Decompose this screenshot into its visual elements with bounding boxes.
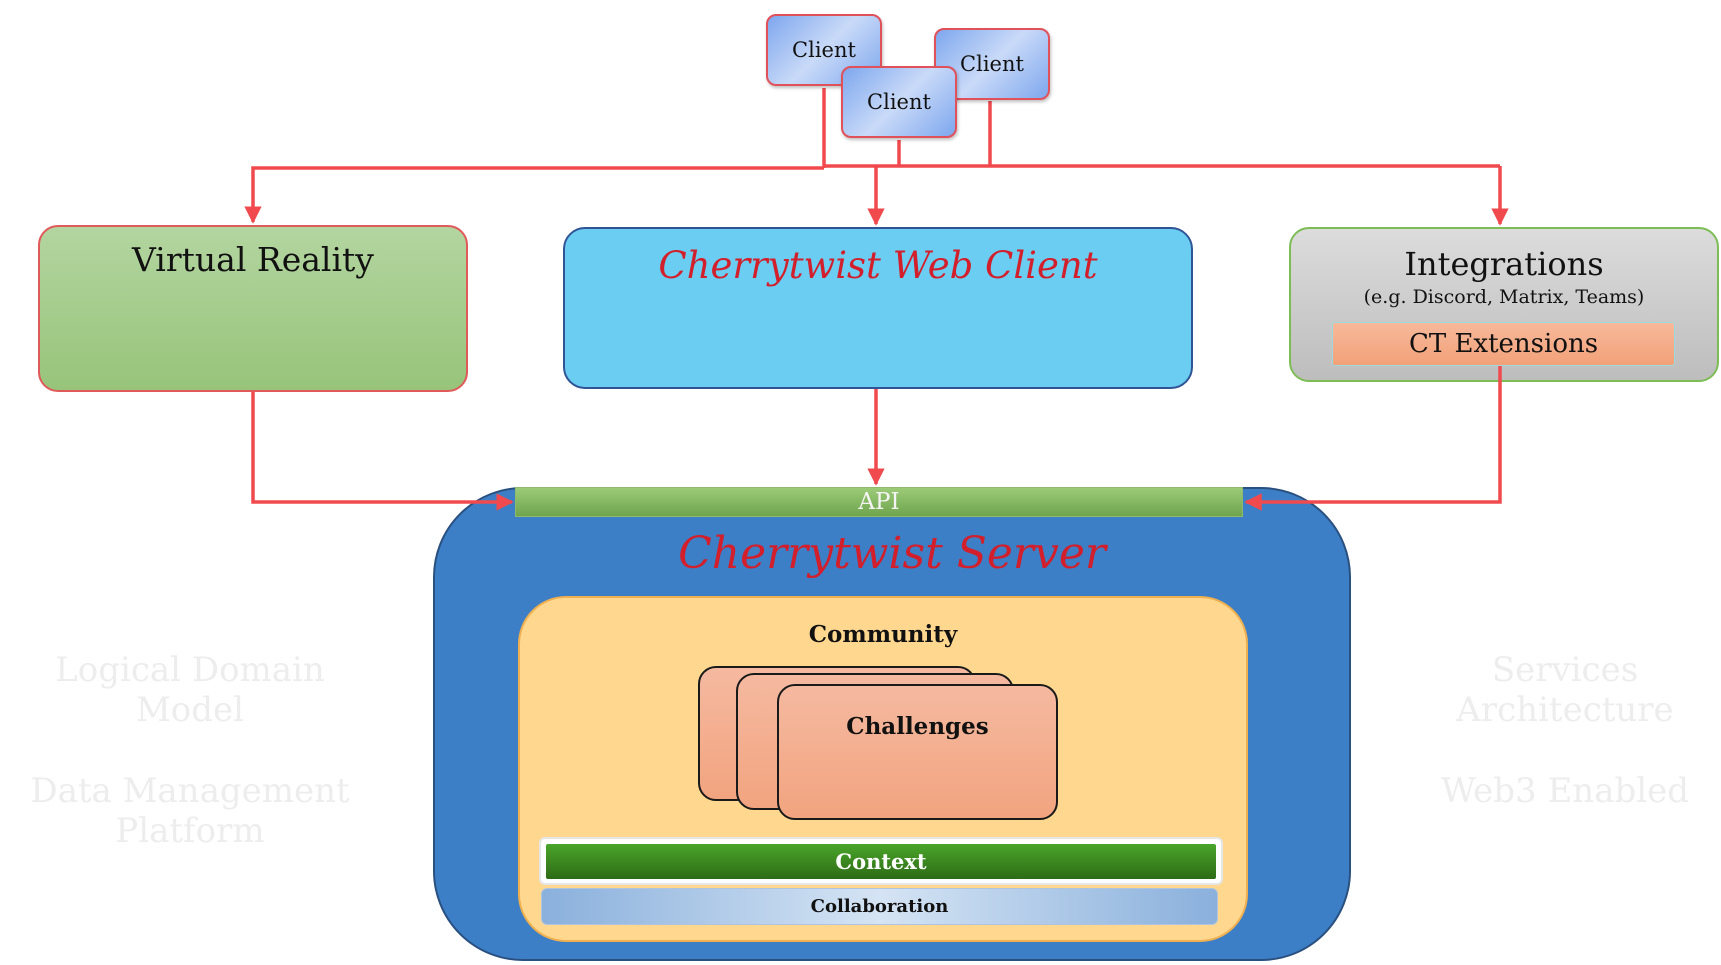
ct-extensions-box: CT Extensions	[1332, 322, 1675, 366]
vr-to-api	[251, 392, 514, 511]
label-data-management-platform: Data Management Platform	[30, 771, 350, 851]
community-title: Community	[808, 621, 958, 648]
challenge-card-front	[777, 684, 1058, 820]
web-client-box	[563, 227, 1193, 389]
integrations-subtitle: (e.g. Discord, Matrix, Teams)	[1363, 286, 1645, 308]
bus-left	[244, 166, 824, 224]
server-title: Cherrytwist Server	[678, 528, 1106, 579]
label-logical-domain-model: Logical Domain Model	[55, 650, 325, 730]
virtual-reality-box	[38, 225, 468, 392]
web-client-title: Cherrytwist Web Client	[658, 244, 1098, 287]
context-bar: Context	[546, 844, 1216, 879]
challenges-title: Challenges	[846, 713, 989, 740]
label-services-architecture: Services Architecture	[1456, 650, 1674, 730]
integrations-title: Integrations	[1404, 245, 1604, 283]
client-box-2: Client	[841, 66, 957, 138]
label-web3-enabled: Web3 Enabled	[1440, 771, 1689, 811]
integrations-to-api	[1244, 366, 1502, 511]
collaboration-bar: Collaboration	[541, 888, 1218, 925]
virtual-reality-title: Virtual Reality	[132, 240, 374, 279]
api-bar: API	[515, 487, 1243, 517]
